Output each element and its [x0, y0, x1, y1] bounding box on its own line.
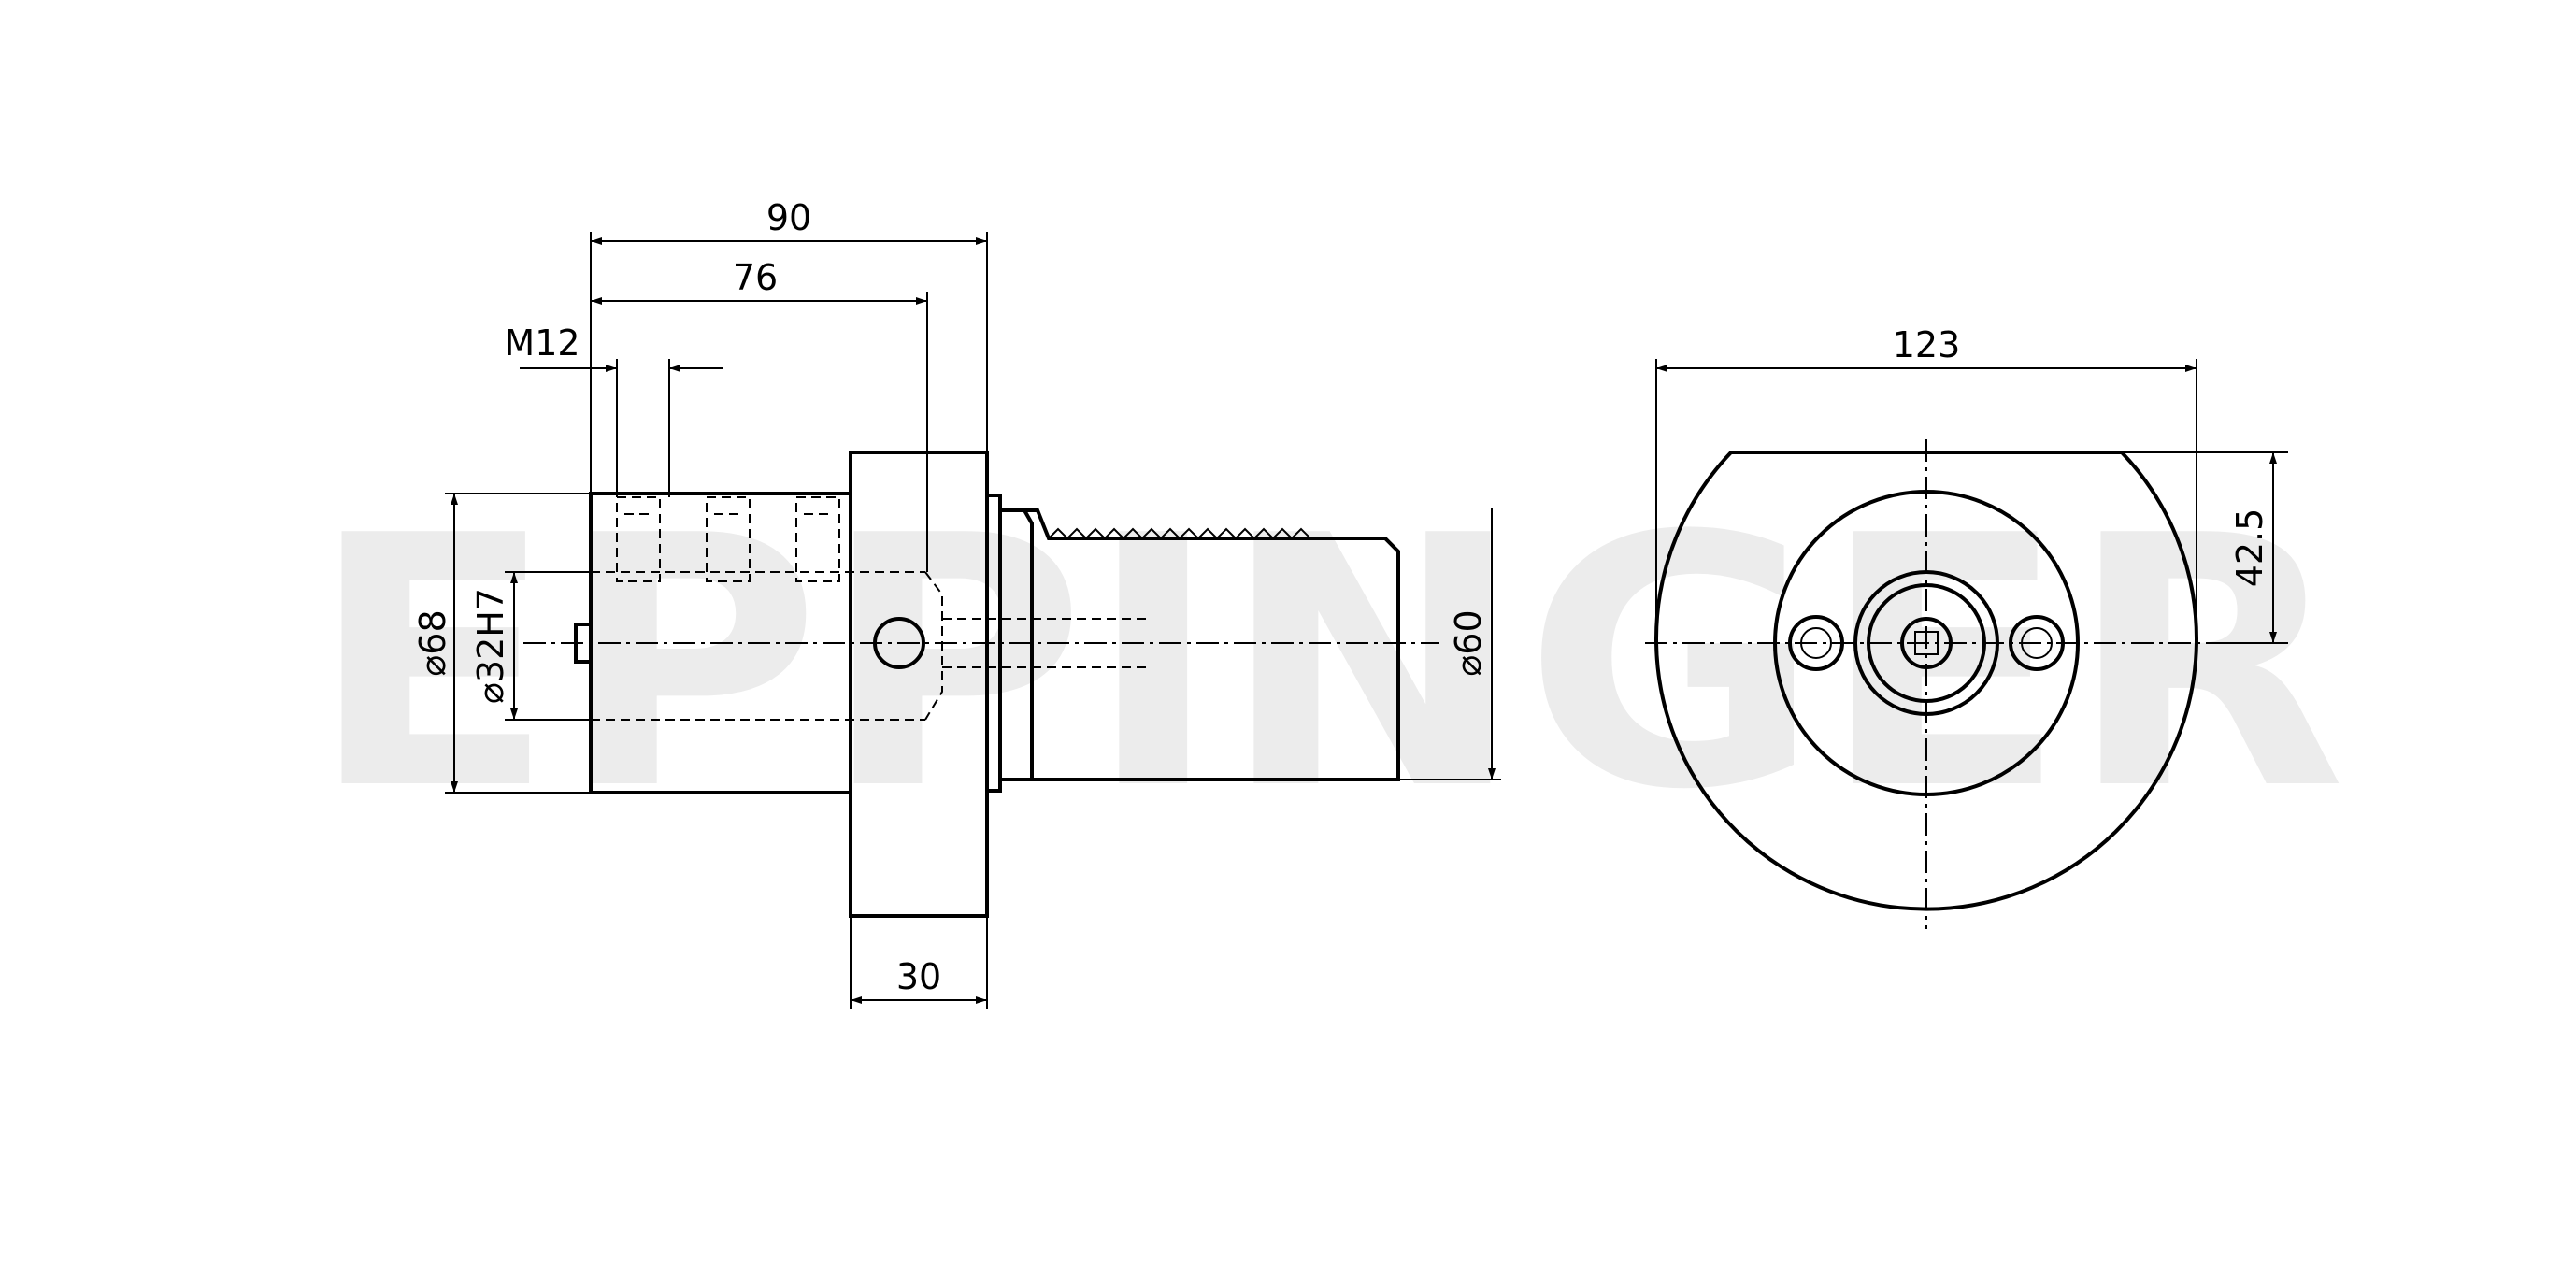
dim-90: 90: [766, 197, 811, 238]
watermark-text: EPPINGER: [308, 464, 2346, 866]
side-view: 90 76 M12 30 ⌀68 ⌀32H7 ⌀60: [412, 197, 1501, 1009]
dim-42-5: 42.5: [2229, 508, 2270, 588]
serration: [1048, 527, 1311, 540]
dim-dia-68: ⌀68: [412, 609, 453, 676]
front-view: 123 42.5: [1645, 324, 2288, 929]
threaded-holes: [616, 496, 840, 582]
dim-m12: M12: [504, 322, 580, 364]
dim-dia-60: ⌀60: [1448, 609, 1489, 676]
threaded-hole: [616, 496, 661, 582]
threaded-hole: [795, 496, 840, 582]
flange-step: [985, 494, 1002, 793]
threaded-hole: [706, 496, 751, 582]
bore-tip: [924, 571, 943, 721]
dim-76: 76: [733, 257, 778, 298]
cross-hole: [873, 617, 925, 669]
hex-socket: [1914, 631, 1939, 655]
left-pin: [574, 623, 593, 664]
watermark: EPPINGER: [308, 464, 2346, 866]
dim-dia-32h7: ⌀32H7: [470, 588, 511, 704]
dim-30: 30: [896, 956, 941, 997]
dim-123: 123: [1893, 324, 1961, 365]
